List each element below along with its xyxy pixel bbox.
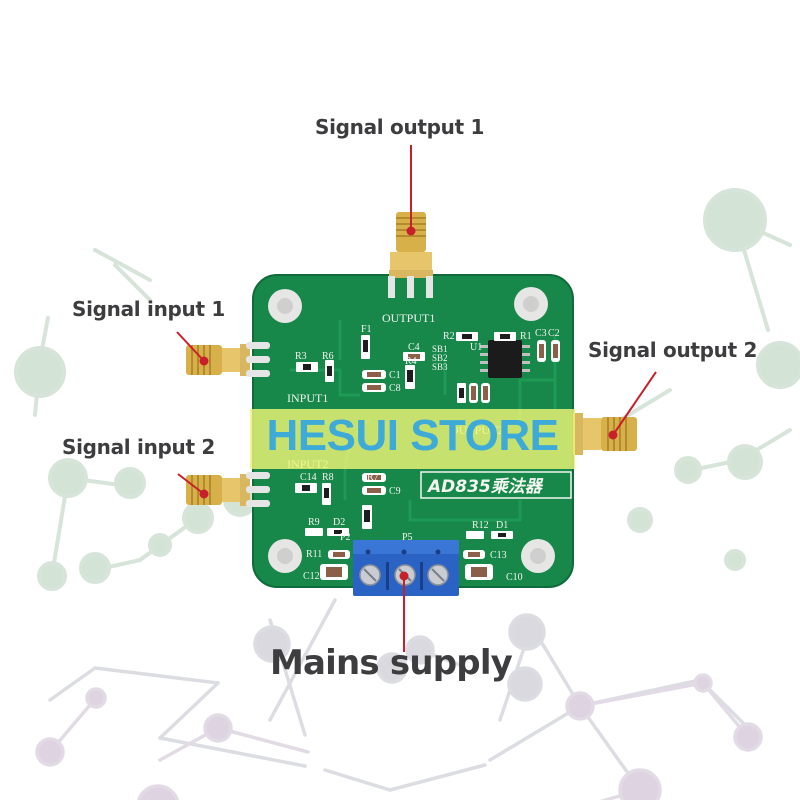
silk-r6: R6 (322, 351, 334, 362)
silk-c12: C13 (490, 550, 507, 561)
sma-connector-output2 (573, 413, 637, 455)
silk-r8: C14 (300, 472, 317, 483)
label-signal-input-1: Signal input 1 (72, 297, 226, 321)
pointer-input1 (176, 331, 205, 362)
silk-r11: D1 (496, 520, 508, 531)
silk-sb1: SB1 (432, 344, 448, 354)
mounting-holes (268, 287, 555, 573)
silk-c1: C1 (389, 370, 401, 381)
label-mains-supply: Mains supply (270, 643, 513, 683)
silk-r2: R2 (443, 331, 455, 342)
background-network (14, 188, 800, 800)
silk-c10: C12 (303, 571, 320, 582)
power-terminal-block (353, 540, 459, 596)
u1-chip (480, 340, 530, 378)
store-watermark: HESUI STORE (250, 409, 575, 469)
silk-r4: R4 (405, 356, 417, 367)
silk-p5: P5 (402, 532, 413, 543)
silk-c3: C3 (535, 328, 547, 339)
silk-c11: C10 (506, 572, 523, 583)
label-signal-output-1: Signal output 1 (315, 115, 485, 139)
silk-d1: R12 (472, 520, 489, 531)
store-watermark-text: HESUI STORE (266, 411, 559, 460)
silk-c2: C2 (548, 328, 560, 339)
silk-c8: C8 (389, 383, 401, 394)
silk-c9: R7 (367, 472, 379, 483)
label-signal-output-2: Signal output 2 (588, 338, 758, 362)
silk-output1: OUTPUT1 (382, 311, 435, 325)
board-title: AD835乘法器 (426, 477, 544, 497)
silk-c13: R11 (306, 549, 322, 560)
label-signal-input-2: Signal input 2 (62, 435, 216, 459)
silk-r1: R1 (520, 331, 532, 342)
silk-c4: C4 (408, 342, 420, 353)
silk-f1: F1 (361, 324, 372, 335)
sma-connector-input1 (186, 342, 270, 377)
silk-input1: INPUT1 (287, 391, 328, 405)
silk-r3: R3 (295, 351, 307, 362)
callout-pointers (176, 145, 657, 652)
silk-p2: P2 (340, 532, 351, 543)
silk-c14: C9 (389, 486, 401, 497)
silk-d2: R9 (308, 517, 320, 528)
pointer-input2 (177, 473, 205, 495)
silk-r12: D2 (333, 517, 345, 528)
silk-r9: R8 (322, 472, 334, 483)
smd-components (295, 332, 560, 580)
silk-u1: U1 (470, 342, 482, 353)
silk-sb2: SB2 (432, 353, 448, 363)
pointer-output2 (612, 371, 657, 436)
silk-sb3: SB3 (432, 362, 448, 372)
board-title-frame (420, 471, 572, 499)
